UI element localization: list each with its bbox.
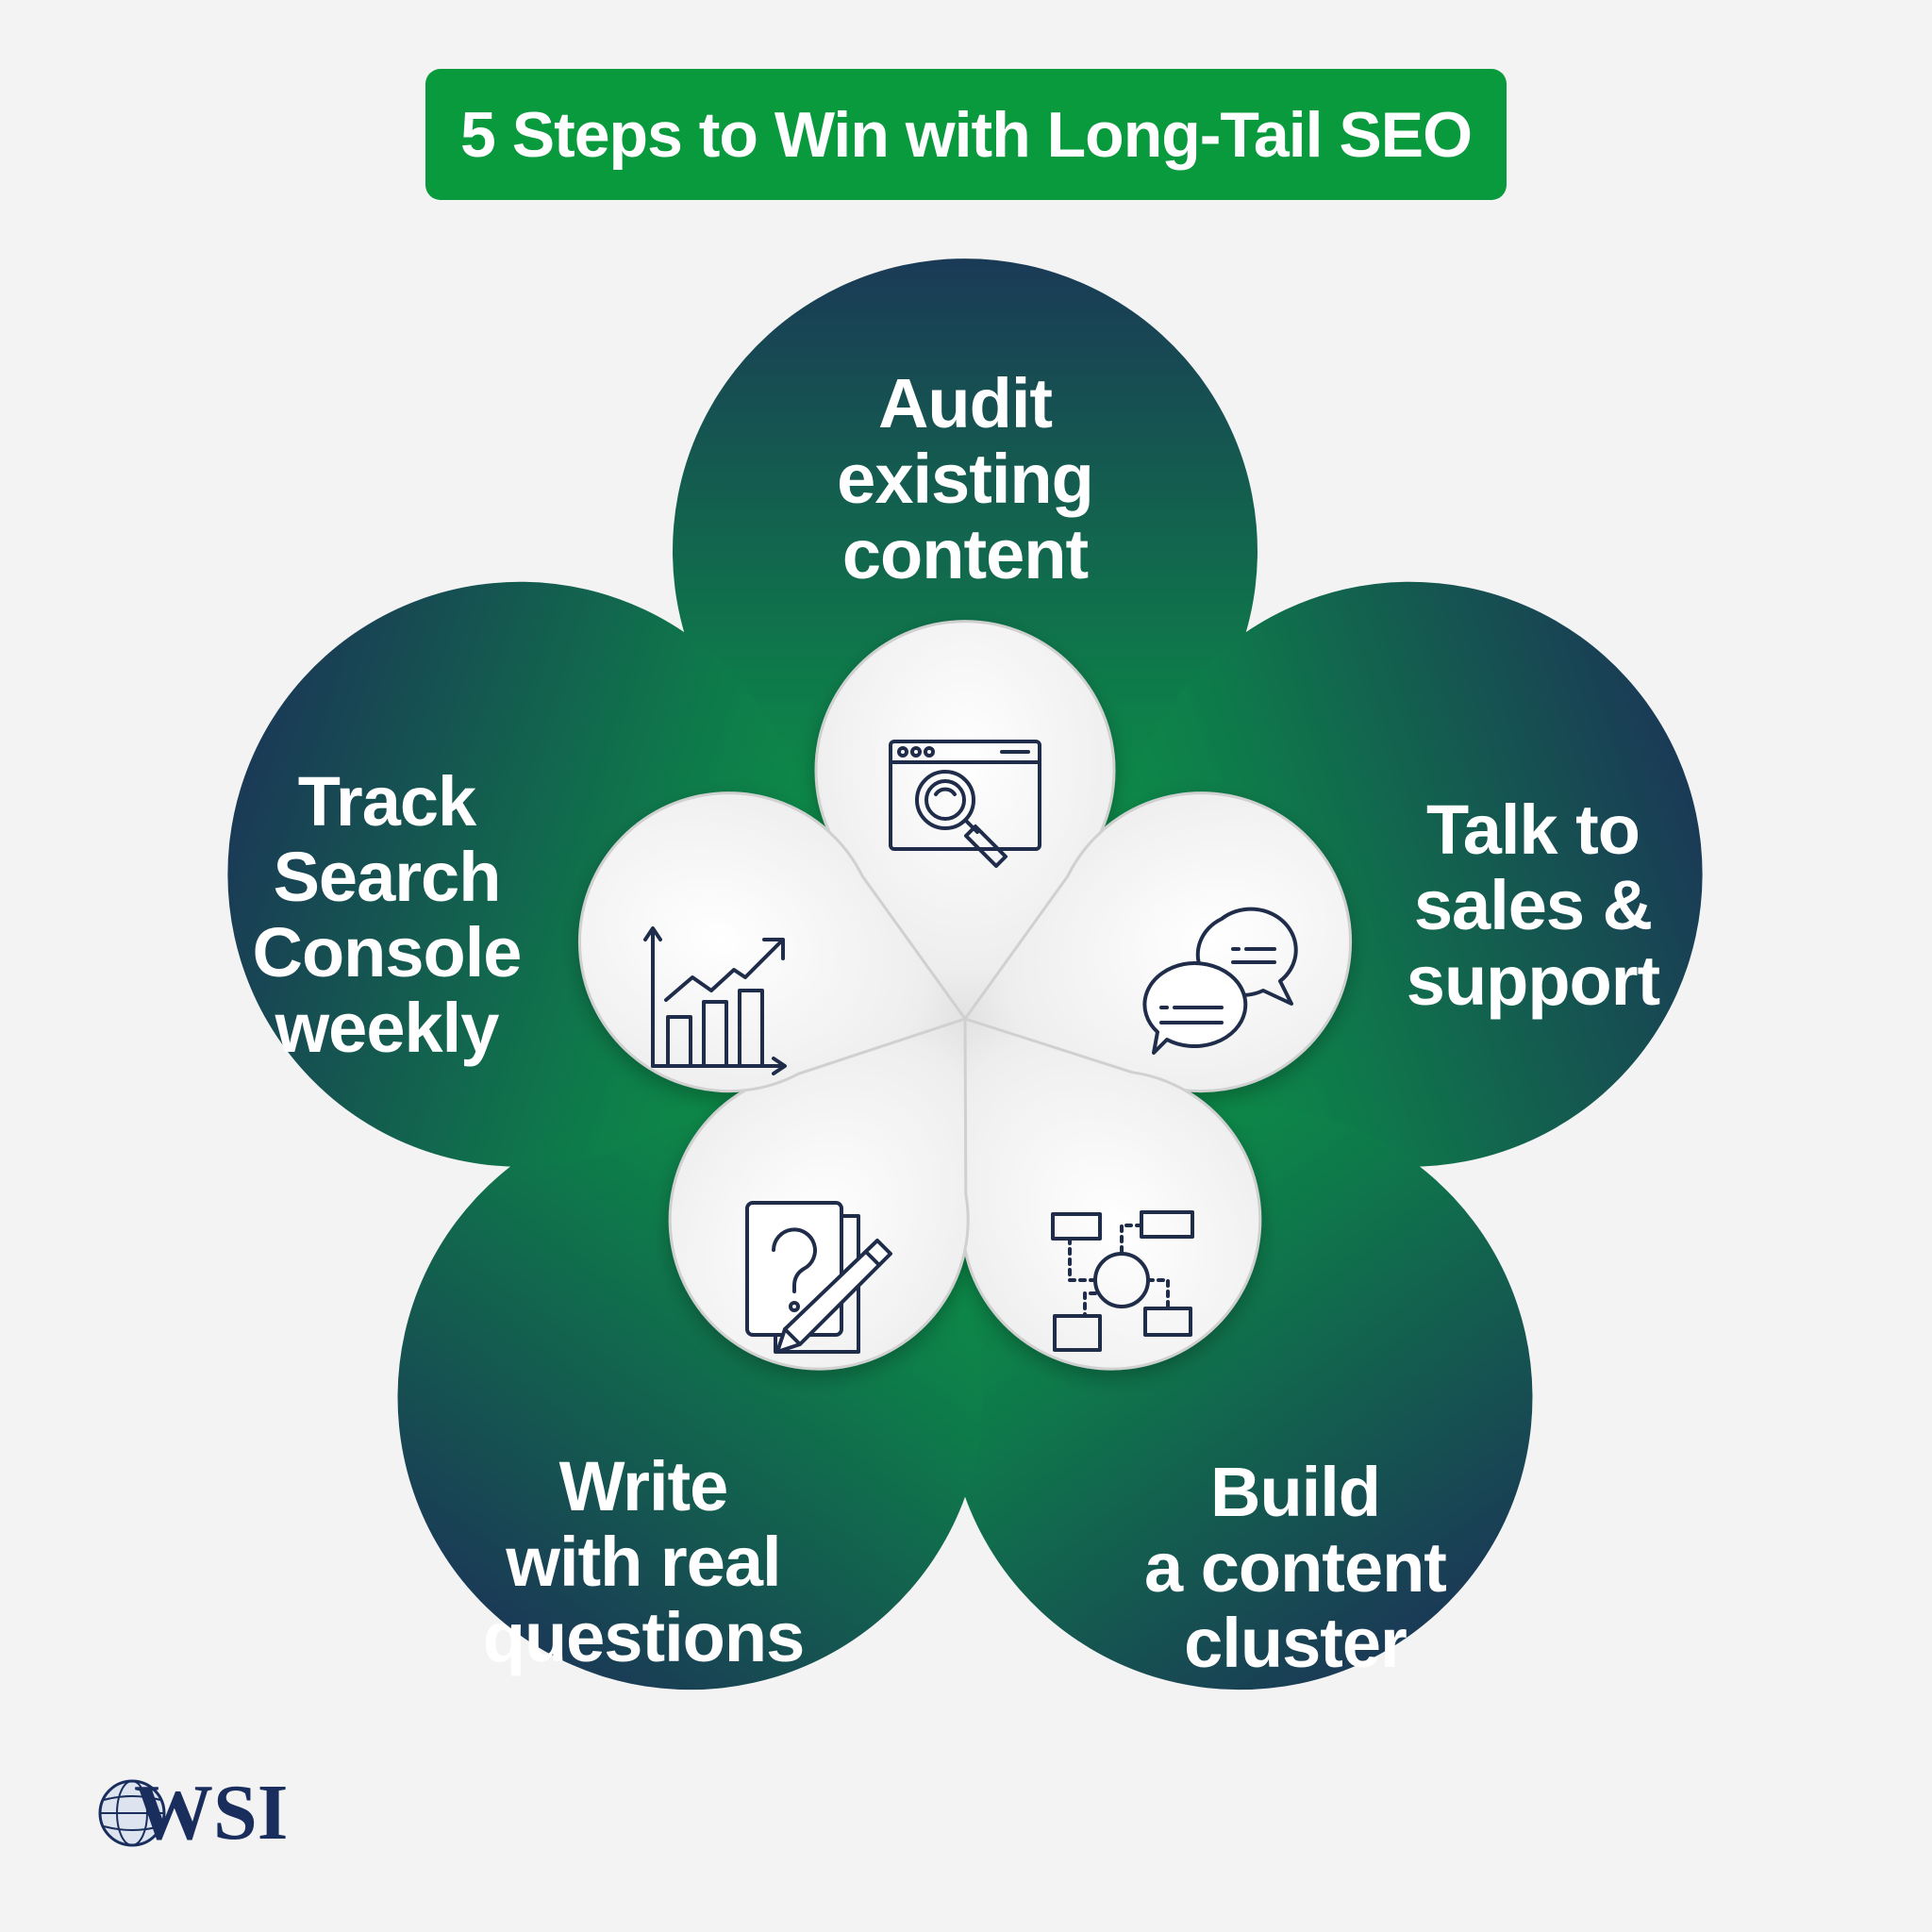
globe-icon <box>98 1779 166 1847</box>
inner-petal-build <box>960 1016 1262 1371</box>
flowchart-icon <box>1051 1210 1194 1352</box>
inner-petal-write <box>668 1016 970 1371</box>
title-banner: 5 Steps to Win with Long-Tail SEO <box>425 69 1507 200</box>
logo-text: WSI <box>134 1769 289 1857</box>
browser-magnifier-icon <box>889 740 1041 868</box>
inner-petal-talk <box>962 791 1353 1093</box>
step-label-audit: Audit existing content <box>837 364 1094 593</box>
growth-chart-icon <box>643 926 787 1075</box>
wsi-logo: WSI <box>94 1774 292 1853</box>
step-label-write: Write with real questions <box>482 1447 805 1676</box>
step-label-talk: Talk to sales & support <box>1406 791 1660 1020</box>
page-title: 5 Steps to Win with Long-Tail SEO <box>460 98 1473 171</box>
question-document-pencil-icon <box>745 1201 892 1354</box>
step-label-track: Track Search Console weekly <box>252 762 523 1067</box>
chat-bubbles-icon <box>1142 907 1298 1055</box>
step-label-build: Build a content cluster <box>1144 1453 1447 1682</box>
